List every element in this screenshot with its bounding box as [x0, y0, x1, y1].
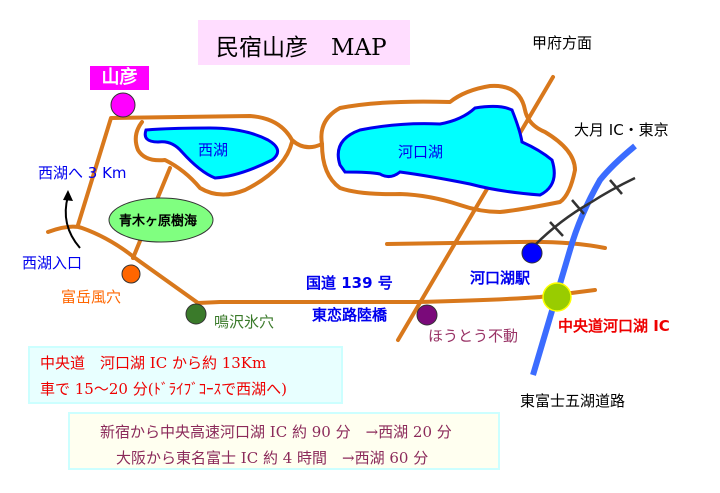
inn-label-text: 山彦: [101, 67, 138, 88]
lake-kawaguchiko: [336, 104, 556, 197]
info-box-chuo: 中央道 河口湖 IC から約 13Km 車で 15～20 分(ﾄﾞﾗｲﾌﾞｺｰｽ…: [28, 346, 343, 404]
arrow-head-icon: [63, 190, 73, 201]
label-chuo-ic: 中央道河口湖 IC: [558, 317, 670, 335]
label-fugaku: 富岳風穴: [61, 288, 121, 306]
chuo-expressway: [530, 143, 637, 376]
label-saiko: 西湖: [198, 141, 228, 159]
aokigahara-forest: [108, 197, 214, 243]
road-139: [46, 224, 597, 305]
road-kawaguchiko-loop: [319, 83, 577, 214]
label-to-saiko: 西湖へ 3 Km: [38, 164, 127, 182]
ic-marker[interactable]: [542, 282, 572, 312]
arrow-to-saiko: [64, 195, 81, 249]
road-saiko-loop: [133, 120, 294, 197]
lake-saiko: [143, 126, 280, 180]
info-chuo-line1: 中央道 河口湖 IC から約 13Km: [40, 354, 267, 372]
houtou-marker[interactable]: [416, 304, 438, 326]
title-box: 民宿山彦 MAP: [198, 20, 410, 65]
label-station: 河口湖駅: [470, 269, 531, 287]
page-title: 民宿山彦 MAP: [216, 35, 387, 61]
label-kofu: 甲府方面: [532, 34, 592, 52]
inn-marker[interactable]: [110, 92, 136, 118]
road-west: [76, 114, 324, 227]
label-narusawa: 鳴沢氷穴: [214, 313, 274, 331]
road-upper: [385, 239, 607, 250]
label-saiko-entrance: 西湖入口: [22, 254, 82, 272]
railway: [534, 176, 636, 246]
station-marker[interactable]: [521, 242, 543, 264]
info-access-line2: 大阪から東名富士 IC 約 4 時間 →西湖 60 分: [116, 449, 429, 467]
label-kawaguchiko: 河口湖: [398, 143, 443, 161]
info-access-line1: 新宿から中央高速河口湖 IC 約 90 分 →西湖 20 分: [100, 423, 452, 441]
fugaku-marker[interactable]: [121, 264, 141, 284]
label-koiji-bridge: 東恋路陸橋: [312, 306, 388, 324]
label-otsuki: 大月 IC・東京: [574, 121, 669, 139]
narusawa-marker[interactable]: [185, 303, 207, 325]
label-higashi-fuji: 東富士五湖道路: [520, 392, 625, 410]
label-houtou: ほうとう不動: [428, 327, 518, 345]
inn-label: 山彦: [90, 66, 149, 90]
info-box-access: 新宿から中央高速河口湖 IC 約 90 分 →西湖 20 分 大阪から東名富士 …: [68, 412, 500, 470]
info-chuo-line2: 車で 15～20 分(ﾄﾞﾗｲﾌﾞｺｰｽで西湖へ): [40, 380, 287, 398]
road-kofu: [396, 75, 555, 342]
label-route139: 国道 139 号: [306, 274, 393, 292]
label-aokigahara: 青木ヶ原樹海: [119, 213, 197, 229]
